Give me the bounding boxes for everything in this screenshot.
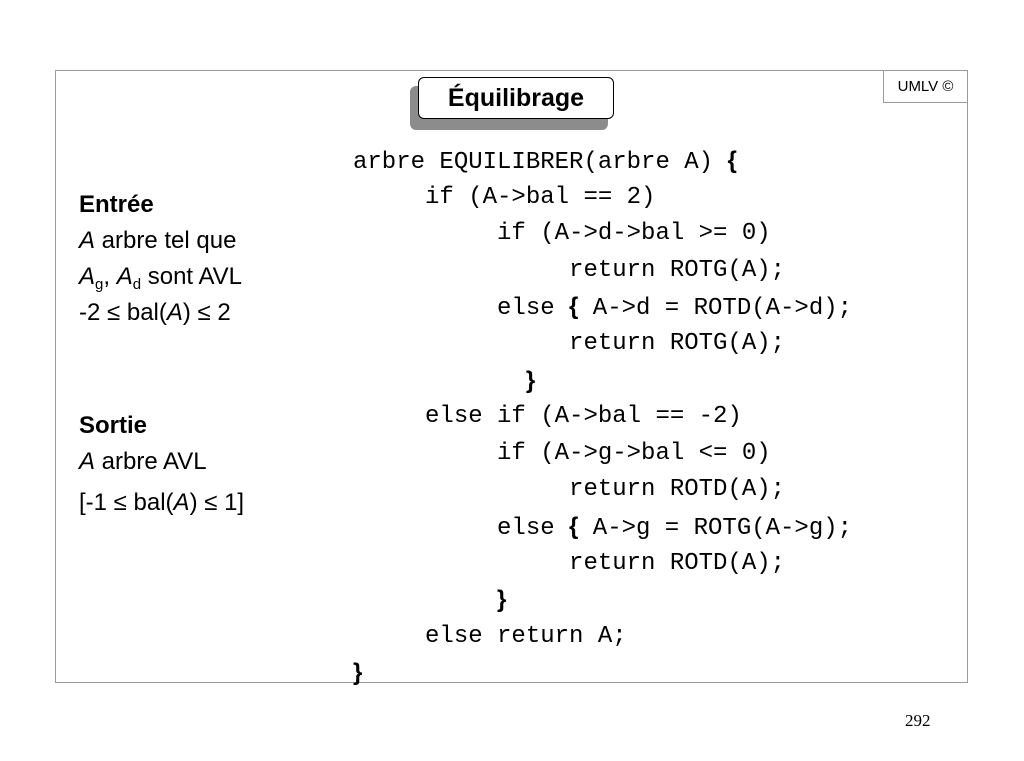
input-line-2-text: sont AVL [141,263,243,290]
input-line-3: -2 ≤ bal(A) ≤ 2 [79,295,242,331]
code-line: if (A->bal == 2) [353,183,656,211]
code-indent [353,369,526,396]
output-line-2-post: ) ≤ 1] [189,489,245,516]
code-brace: } [353,659,363,687]
input-line-3-post: ) ≤ 2 [182,299,231,326]
code-line: return ROTG(A); [353,329,786,357]
code-brace: } [497,586,507,614]
sub-g: g [95,276,104,293]
code-brace: { [569,293,579,321]
code-text: A->g = ROTG(A->g); [578,514,853,542]
output-line-2: [-1 ≤ bal(A) ≤ 1] [79,485,244,521]
code-line: else if (A->bal == -2) [353,403,742,431]
output-line-2-pre: [-1 ≤ bal( [79,489,174,516]
var-a-out: A [79,448,96,475]
var-ag: A [79,263,96,290]
code-line: else { A->d = ROTD(A->d); [353,289,852,326]
input-line-3-pre: -2 ≤ bal( [79,299,167,326]
code-text: arbre EQUILIBRER(arbre A) [353,149,728,176]
input-line-1: A arbre tel que [79,223,242,259]
input-line-1-text: arbre tel que [95,227,237,254]
page-number: 292 [905,711,931,730]
code-line: if (A->d->bal >= 0) [353,220,771,248]
output-line-1: A arbre AVL [79,444,244,480]
code-text: else [353,295,570,323]
code-line: return ROTD(A); [353,476,786,504]
slide-frame: UMLV © [55,70,968,683]
code-text: A->d = ROTD(A->d); [578,295,853,323]
code-brace: } [525,366,536,394]
code-brace: { [569,512,579,540]
code-line: return ROTD(A); [353,549,786,577]
code-line: } [353,655,852,692]
var-a-bal-out: A [173,489,190,516]
input-line-2: Ag, Ad sont AVL [79,259,242,295]
comma: , [103,263,117,290]
code-line: if (A->g->bal <= 0) [353,439,771,467]
output-spec: Sortie A arbre AVL [-1 ≤ bal(A) ≤ 1] [79,408,244,521]
output-heading: Sortie [79,412,148,439]
code-line: arbre EQUILIBRER(arbre A) { [353,143,852,180]
code-line: return ROTG(A); [353,256,786,284]
input-spec: Entrée A arbre tel que Ag, Ad sont AVL -… [79,187,242,331]
var-a-bal: A [166,299,183,326]
code-line: } [353,582,852,619]
code-text: else [353,514,570,542]
var-a: A [79,227,96,254]
code-line: } [353,363,852,400]
output-line-1-text: arbre AVL [95,448,207,475]
code-block: arbre EQUILIBRER(arbre A) { if (A->bal =… [353,143,852,692]
code-brace: { [727,147,737,174]
code-indent [353,588,497,615]
copyright-badge: UMLV © [883,71,967,103]
var-ad: A [116,263,133,290]
slide-title: Équilibrage [418,77,614,119]
input-heading: Entrée [79,191,154,218]
code-line: else { A->g = ROTG(A->g); [353,509,852,546]
sub-d: d [132,276,142,293]
code-line: else return A; [353,622,627,650]
